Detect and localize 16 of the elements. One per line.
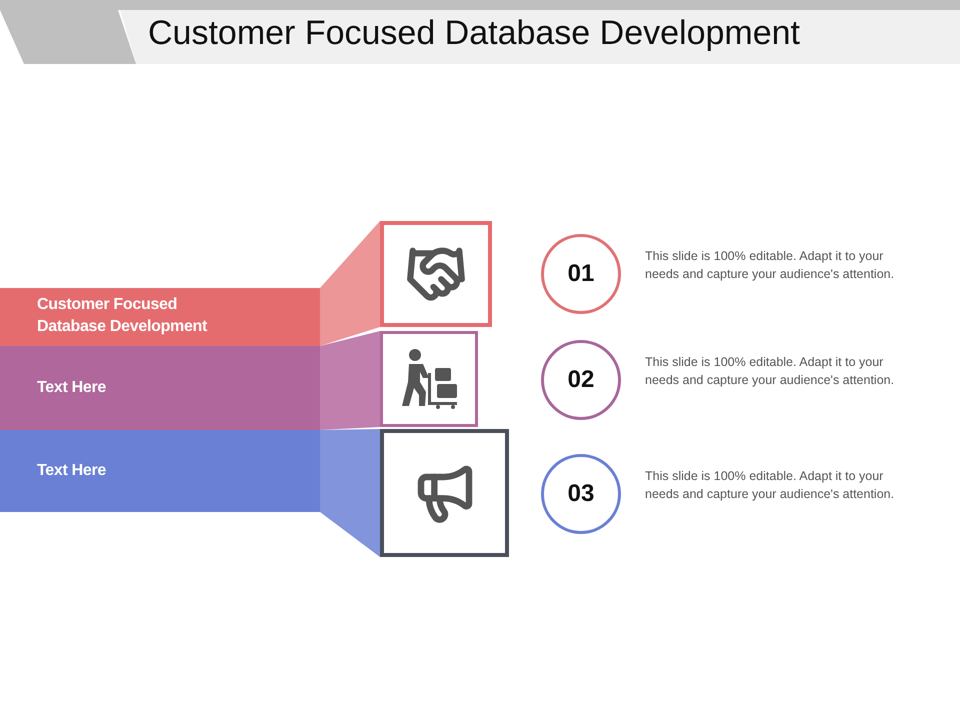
description-text: This slide is 100% editable. Adapt it to your needs and capture your audience's attention.	[645, 354, 896, 389]
band-label: Customer Focused Database Development	[37, 295, 208, 337]
description-text: This slide is 100% editable. Adapt it to your needs and capture your audience's attention.	[645, 468, 896, 503]
step-number: 02	[568, 366, 594, 394]
color-band	[0, 346, 320, 430]
step-number: 01	[568, 260, 594, 288]
band-label: Text Here	[37, 378, 108, 398]
slide-title: Customer Focused Database Development	[148, 14, 800, 53]
icon-frame	[380, 331, 478, 427]
band-label: Text Here	[37, 461, 108, 481]
icon-frame	[380, 429, 509, 557]
step-number: 03	[568, 480, 594, 508]
description-text: This slide is 100% editable. Adapt it to your needs and capture your audience's attention.	[645, 248, 896, 283]
color-band	[0, 288, 320, 346]
icon-frame	[380, 221, 492, 327]
color-band	[0, 430, 320, 512]
